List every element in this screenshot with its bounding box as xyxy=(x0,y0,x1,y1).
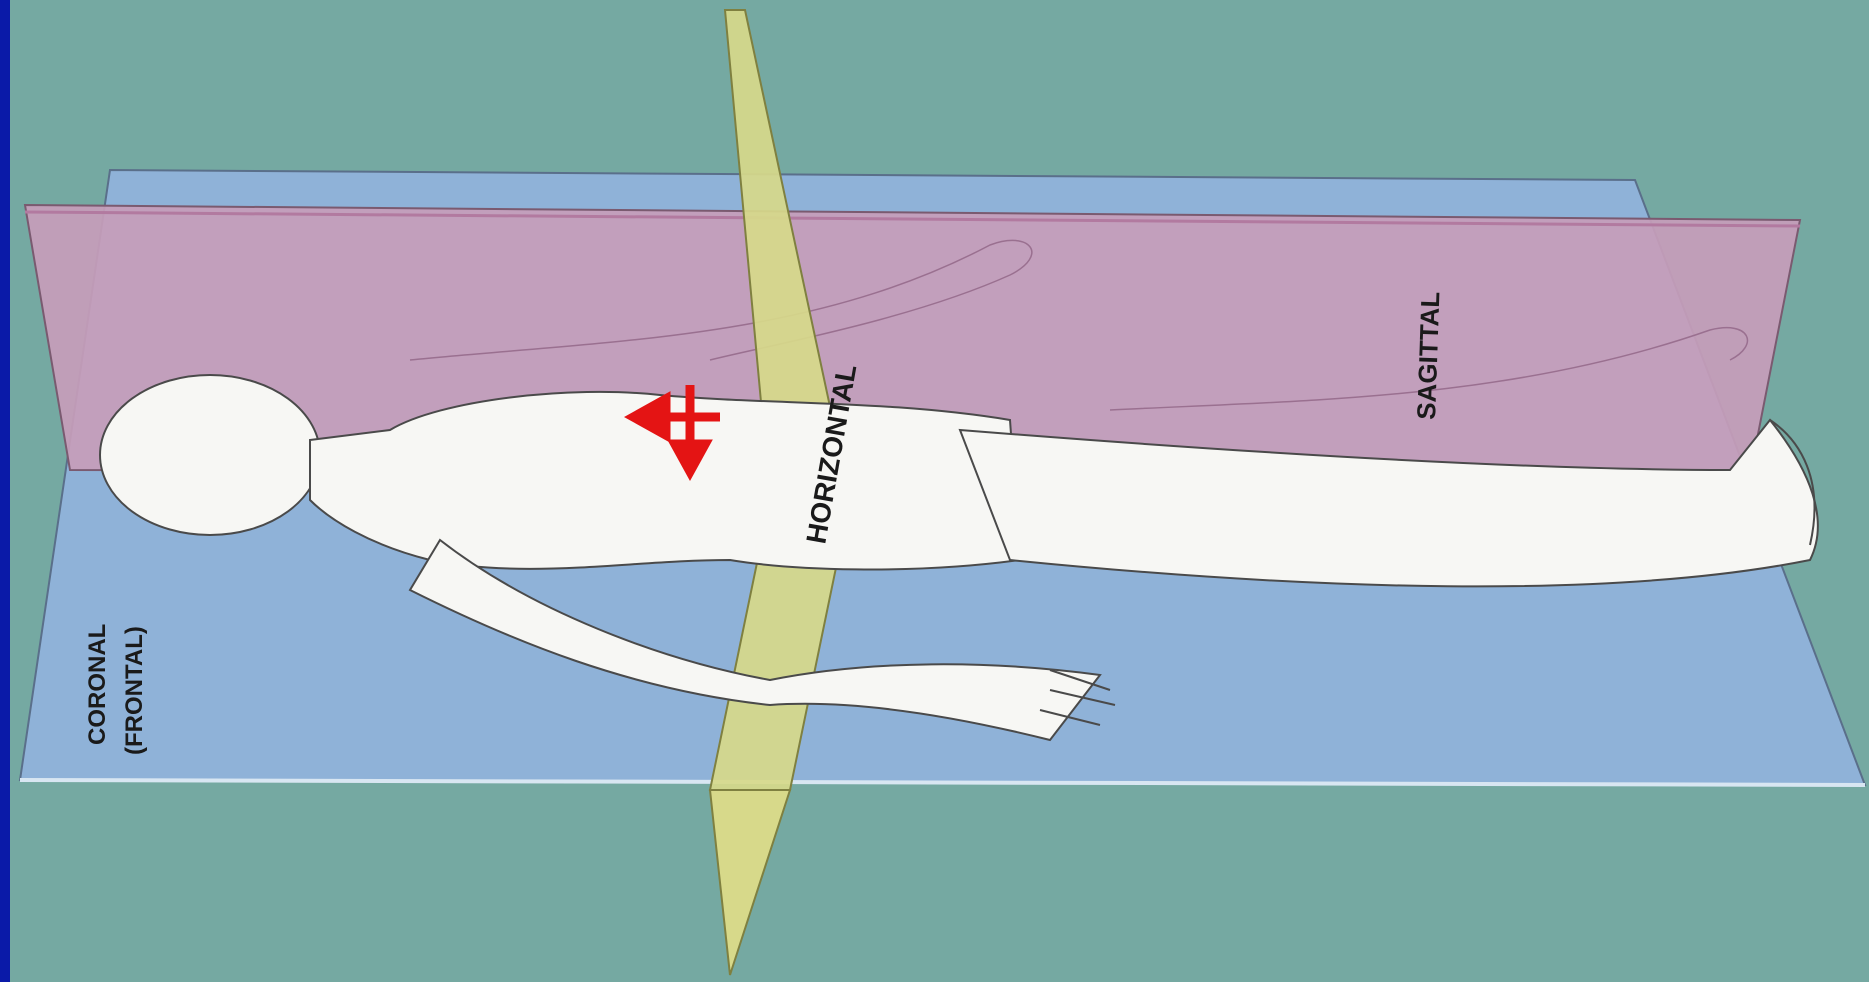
diagram-canvas: SAGITTAL HORIZONTAL CORONAL (FRONTAL) xyxy=(10,0,1869,982)
label-sagittal: SAGITTAL xyxy=(1411,291,1445,420)
label-frontal: (FRONTAL) xyxy=(121,626,148,755)
horizontal-plane-lower xyxy=(710,790,790,975)
anatomical-planes-diagram: SAGITTAL HORIZONTAL CORONAL (FRONTAL) xyxy=(10,0,1869,982)
label-coronal: CORONAL xyxy=(84,624,111,745)
